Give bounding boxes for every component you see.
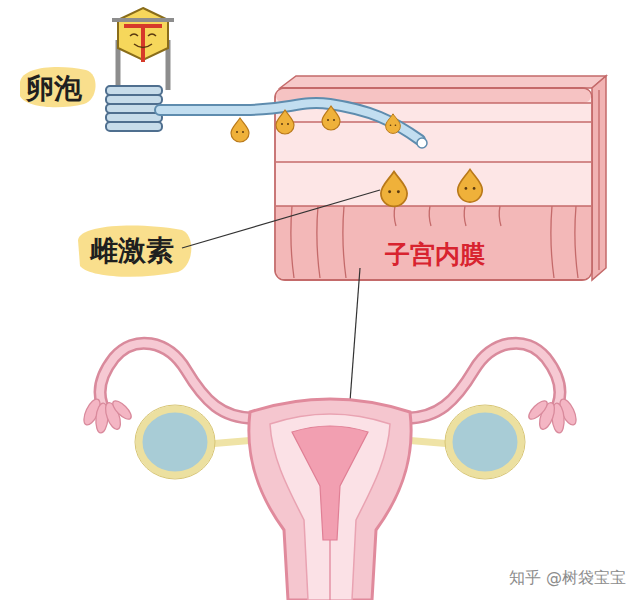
node-title: 子宫内膜 xyxy=(385,238,485,271)
duct xyxy=(160,103,427,148)
estrogen-drops xyxy=(231,106,482,206)
watermark: 知乎 @树袋宝宝 xyxy=(509,568,626,587)
uterus-figure xyxy=(81,343,580,600)
part-label: 雌激素 xyxy=(90,232,174,270)
watermark: 知乎 @树袋宝宝 xyxy=(509,568,626,589)
tissue-label-box: 子宫内膜 xyxy=(275,88,592,280)
part-label: 卵泡 xyxy=(26,72,82,105)
label-highlight xyxy=(78,225,191,276)
label-highlight xyxy=(20,67,96,107)
part-label: 卵泡 xyxy=(26,70,82,108)
part-label: 雌激素 xyxy=(90,234,174,267)
leader-line xyxy=(182,190,380,248)
